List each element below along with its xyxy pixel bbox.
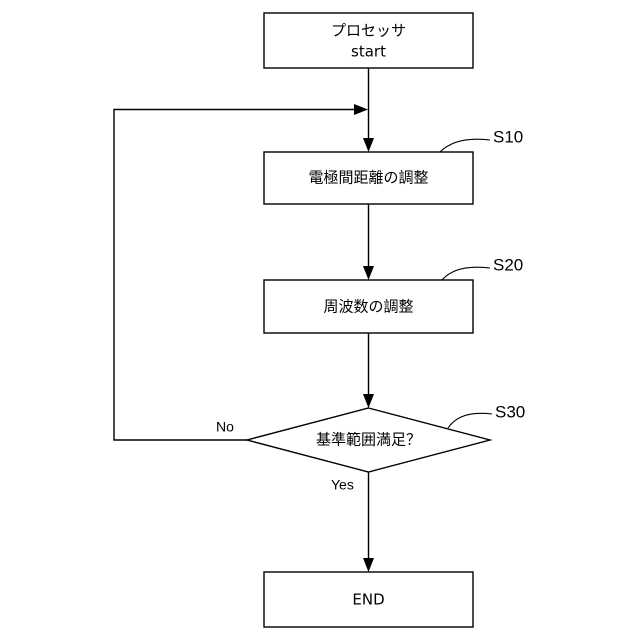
end-label: END	[352, 591, 384, 609]
step-s10-node: 電極間距離の調整	[264, 152, 473, 204]
arrowhead-to-s20	[363, 266, 374, 280]
end-node: END	[264, 572, 473, 627]
arrowhead-to-end	[363, 558, 374, 572]
arrowhead-to-s10	[363, 138, 374, 152]
step-s10-id: S10	[493, 127, 523, 146]
decision-s30-leader	[448, 413, 492, 428]
arrowhead-to-s30	[363, 394, 374, 408]
decision-no-label: No	[216, 419, 234, 435]
step-s20-label: 周波数の調整	[323, 298, 413, 316]
start-label-line1: プロセッサ	[331, 22, 406, 40]
arrowhead-loop-back	[354, 104, 368, 115]
decision-s30-id: S30	[495, 402, 525, 421]
step-s10-label: 電極間距離の調整	[308, 169, 428, 187]
step-s10-leader	[440, 139, 490, 152]
decision-s30-node: 基準範囲満足？	[247, 408, 490, 472]
decision-s30-label: 基準範囲満足？	[316, 431, 421, 449]
step-s20-id: S20	[493, 255, 523, 274]
decision-yes-label: Yes	[331, 477, 354, 493]
step-s20-leader	[442, 267, 490, 280]
start-label-line2: start	[351, 43, 386, 61]
step-s20-node: 周波数の調整	[264, 280, 473, 333]
start-node: プロセッサ start	[264, 13, 473, 68]
